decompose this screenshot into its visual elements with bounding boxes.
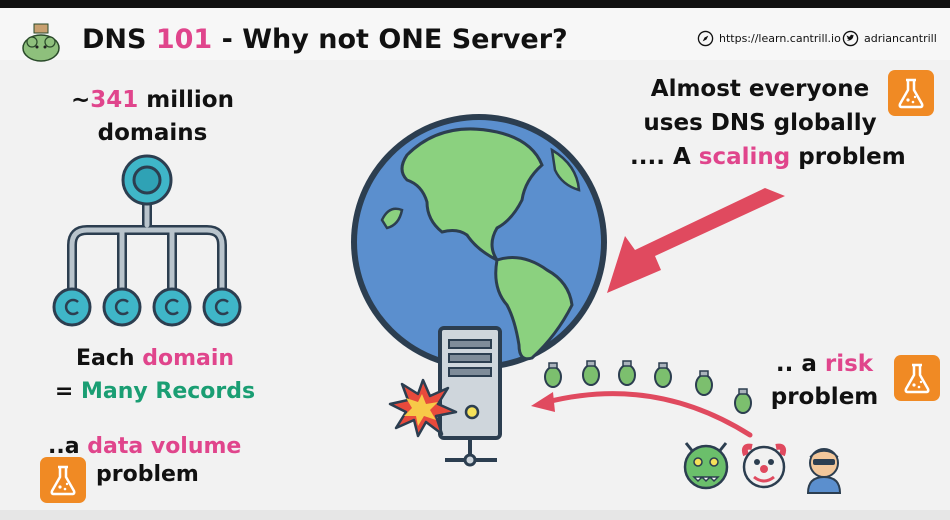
page-title: DNS 101 - Why not ONE Server?: [82, 24, 568, 55]
lab-flask-icon: [888, 70, 934, 116]
attack-arrow: [531, 391, 753, 438]
records-text: Each domain = Many Records: [54, 346, 256, 404]
twitter-icon: [842, 30, 859, 47]
lab-flask-icon: [40, 457, 86, 503]
grenade-icon: [544, 360, 752, 414]
footer-bar: [0, 510, 950, 520]
header: DNS 101 - Why not ONE Server? https://le…: [0, 8, 950, 62]
villains: [683, 442, 842, 494]
globe-icon: [351, 114, 607, 370]
top-bar: [0, 0, 950, 8]
domains-count-text: ~341 million domains: [71, 87, 234, 146]
volume-problem-text: problem: [96, 462, 199, 487]
clown-icon: [741, 443, 787, 489]
twitter-handle[interactable]: adriancantrill: [864, 32, 937, 45]
scaling-problem-text: Almost everyone uses DNS globally .... A…: [630, 76, 906, 170]
logo-icon: [22, 23, 60, 62]
risk-problem-text: .. a risk problem: [770, 351, 879, 410]
course-link-text[interactable]: https://learn.cantrill.io: [719, 32, 841, 45]
data-volume-text: ..a data volume: [48, 434, 242, 459]
monster-icon: [683, 442, 729, 490]
twitter-link[interactable]: adriancantrill: [842, 30, 937, 47]
hierarchy-icon: [52, 154, 242, 327]
grenades: [544, 360, 752, 414]
lab-flask-icon: [894, 355, 940, 401]
compass-icon: [697, 30, 714, 47]
hacker-icon: [806, 448, 842, 494]
explosion-icon: [388, 378, 458, 438]
course-link[interactable]: https://learn.cantrill.io: [697, 30, 841, 47]
scaling-arrow: [607, 188, 785, 293]
